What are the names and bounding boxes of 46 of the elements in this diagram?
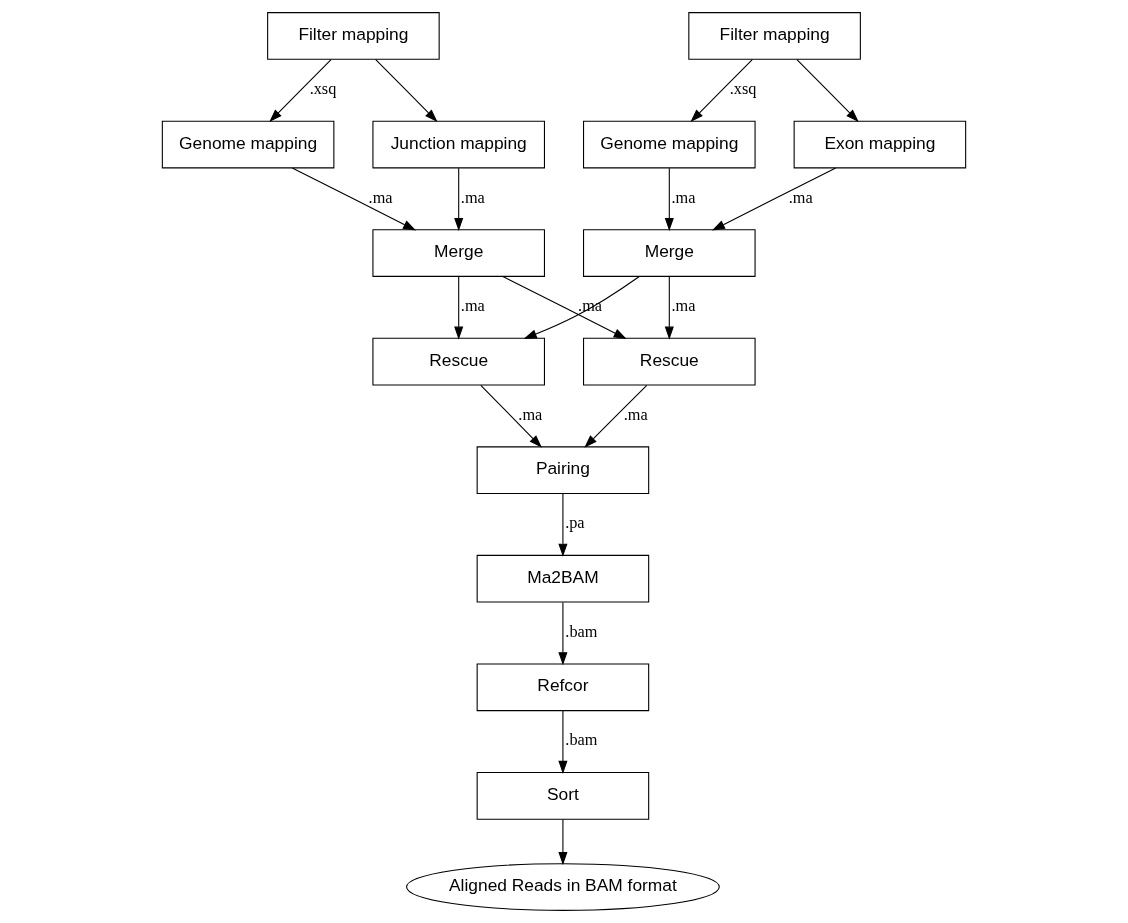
edge-label: .xsq [729, 79, 757, 99]
node-box: Filter mapping [688, 12, 861, 60]
edge-label: .ma [623, 404, 648, 424]
arrow [454, 276, 464, 340]
edge-label: .bam [565, 621, 598, 641]
node-box: Filter mapping [267, 12, 440, 60]
node-box: Pairing [476, 446, 650, 495]
node-box: Merge [372, 229, 545, 277]
node-box: Genome mapping [583, 120, 756, 169]
arrow [584, 384, 648, 448]
node-box: Rescue [372, 337, 545, 386]
node-box: Merge [583, 229, 756, 277]
arrow [375, 59, 438, 123]
edge-label: .ma [460, 187, 485, 207]
arrow [558, 601, 568, 666]
arrow [664, 167, 674, 232]
edge-label: .ma [460, 296, 485, 316]
arrow [558, 710, 568, 774]
arrow [523, 275, 640, 339]
arrow [711, 167, 837, 231]
node-box: Ma2BAM [476, 554, 650, 603]
arrow [796, 59, 859, 123]
arrow [502, 275, 627, 339]
edge-label: .pa [565, 513, 585, 533]
arrow [558, 818, 568, 866]
arrow [690, 59, 753, 123]
edge-label: .ma [671, 296, 696, 316]
node-ellipse: Aligned Reads in BAM format [406, 863, 720, 911]
node-box: Rescue [583, 337, 756, 386]
arrow [291, 167, 417, 231]
arrow [269, 59, 332, 123]
edge-label: .xsq [309, 79, 337, 99]
arrow [480, 384, 542, 448]
arrow [558, 493, 568, 557]
arrow [664, 276, 674, 340]
edge-label: .bam [565, 730, 598, 750]
node-box: Exon mapping [793, 120, 967, 169]
node-box: Junction mapping [372, 120, 545, 169]
arrow [454, 167, 464, 232]
edge-label: .ma [368, 187, 393, 207]
edge-label: .ma [671, 187, 696, 207]
edge-label: .ma [518, 404, 543, 424]
edge-label: .ma [788, 187, 813, 207]
node-box: Refcor [476, 663, 650, 712]
node-box: Sort [476, 771, 650, 820]
node-box: Genome mapping [161, 120, 335, 169]
